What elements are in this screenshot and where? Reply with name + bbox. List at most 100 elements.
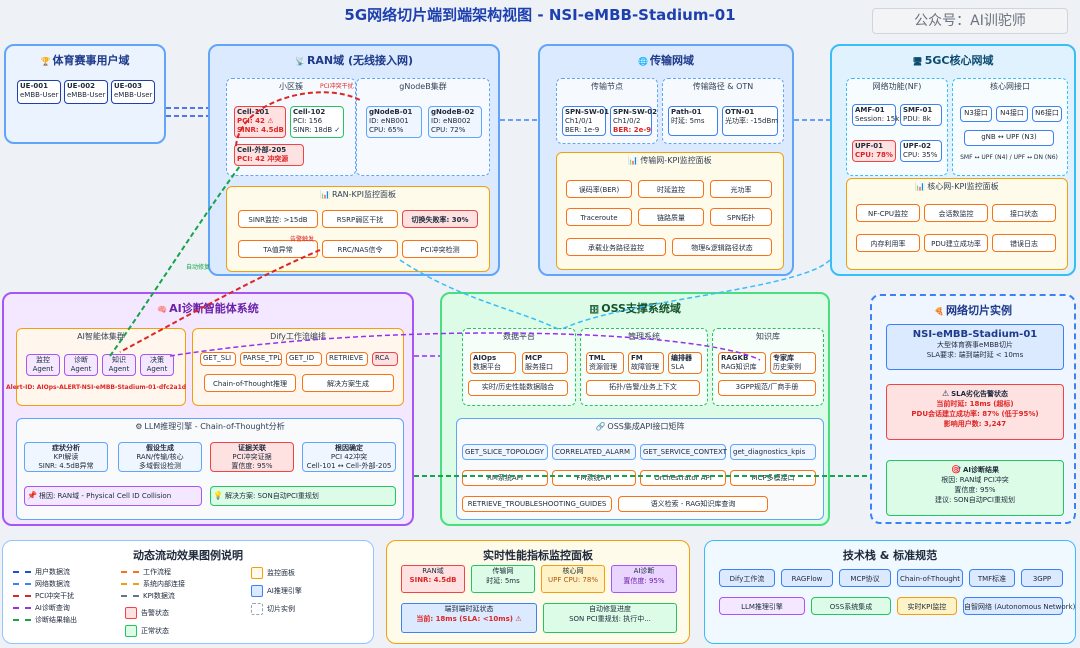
cot-step-root-cause[interactable]: 根因确定 PCI 42冲突 Cell-101 ↔ Cell-外部-205	[302, 442, 396, 472]
cot-step-symptom[interactable]: 症状分析 KPI解读 SINR: 4.5dB异常	[24, 442, 108, 472]
tech-mcp[interactable]: MCP协议	[839, 569, 891, 587]
alert-id: Alert-ID: AIOps-ALERT-NSI-eMBB-Stadium-0…	[6, 384, 187, 391]
tech-oss[interactable]: OSS系统集成	[811, 597, 891, 615]
ran-kpi-rrc[interactable]: RRC/NAS信令	[322, 240, 398, 258]
tech-cot[interactable]: Chain-of-Thought	[897, 569, 963, 587]
api-rm[interactable]: RM系统API	[462, 470, 548, 486]
mcp-card[interactable]: MCP 服务接口	[522, 352, 568, 374]
upf-01-card[interactable]: UPF-01 CPU: 78%	[852, 140, 896, 162]
api-get-service-context[interactable]: GET_SERVICE_CONTEXT	[640, 444, 727, 460]
cell-102-card[interactable]: Cell-102 PCI: 156 SINR: 18dB ✓	[290, 106, 344, 138]
tech-3gpp[interactable]: 3GPP	[1021, 569, 1063, 587]
legend-normal-state: 正常状态	[125, 625, 169, 637]
transport-kpi-link[interactable]: 链路质量	[638, 208, 704, 226]
transport-kpi-path[interactable]: 物理&逻辑路径状态	[672, 238, 772, 256]
spec-bar: 3GPP规范/厂商手册	[718, 380, 816, 396]
core-kpi-session[interactable]: 会话数监控	[924, 204, 988, 222]
amf-01-card[interactable]: AMF-01 Session: 15k	[852, 104, 899, 126]
gnodeb-02-card[interactable]: gNodeB-02 ID: eNB002 CPU: 72%	[428, 106, 482, 138]
smf-01-card[interactable]: SMF-01 PDU: 8k	[900, 104, 942, 126]
api-get-slice-topology[interactable]: GET_SLICE_TOPOLOGY	[462, 444, 548, 460]
core-kpi-pdu[interactable]: PDU建立成功率	[924, 234, 988, 252]
legend-internal: 系统内部连接	[121, 579, 185, 589]
knowledge-agent[interactable]: 知识 Agent	[102, 354, 136, 376]
api-fm[interactable]: FM系统API	[552, 470, 636, 486]
gnodeb-01-card[interactable]: gNodeB-01 ID: eNB001 CPU: 65%	[366, 106, 422, 138]
upf-02-card[interactable]: UPF-02 CPU: 35%	[900, 140, 942, 162]
tech-llm[interactable]: LLM推理引擎	[719, 597, 805, 615]
context-bar: 拓扑/告警/业务上下文	[586, 380, 700, 396]
spn-sw-02-card[interactable]: SPN-SW-02 Ch1/0/2 BER: 2e-9	[610, 106, 657, 136]
api-get-diagnostics-kpis[interactable]: get_diagnostics_kpis	[730, 444, 816, 460]
solution-gen-step[interactable]: 解决方案生成	[302, 374, 394, 392]
legend-kpi-flow: KPI数据流	[121, 591, 175, 601]
api-rag-query[interactable]: 语义检索 - RAG知识库查询	[618, 496, 768, 512]
cot-reasoning-step[interactable]: Chain-of-Thought推理	[204, 374, 296, 392]
otn-01-card[interactable]: OTN-01 光功率: -15dBm	[722, 106, 778, 136]
dify-tool-rca[interactable]: RCA	[372, 352, 398, 366]
transport-kpi-ber[interactable]: 误码率(BER)	[566, 180, 632, 198]
tech-tmf[interactable]: TMF标准	[969, 569, 1015, 587]
cot-step-evidence[interactable]: 证据关联 PCI冲突证据 置信度: 95%	[210, 442, 294, 472]
alarm-trigger-label: 告警触发	[290, 236, 315, 243]
fm-card[interactable]: FM 故障管理	[628, 352, 664, 374]
api-mcp[interactable]: MCP多模接口	[730, 470, 816, 486]
bulb-icon: 💡	[213, 491, 223, 500]
transport-kpi-optical[interactable]: 光功率	[710, 180, 772, 198]
warning-icon: ⚠	[941, 389, 950, 398]
dify-tool-retrieve[interactable]: RETRIEVE	[326, 352, 368, 366]
cot-step-hypothesis[interactable]: 假设生成 RAN/传输/核心 多域假设检测	[118, 442, 202, 472]
n3-interface[interactable]: N3接口	[960, 106, 992, 122]
dify-tool-get-sli[interactable]: GET_SLI	[200, 352, 236, 366]
latency-status: 端到端时延状态当前: 18ms (SLA: <10ms) ⚠	[401, 603, 537, 633]
path-01-card[interactable]: Path-01 时延: 5ms	[668, 106, 718, 136]
transport-kpi-bearer[interactable]: 承载业务路径监控	[566, 238, 666, 256]
n4-interface[interactable]: N4接口	[996, 106, 1028, 122]
expert-db-card[interactable]: 专家库 历史案例	[770, 352, 816, 374]
monitor-agent[interactable]: 监控 Agent	[26, 354, 60, 376]
tech-dify[interactable]: Dify工作流	[719, 569, 775, 587]
server-icon: 🖥	[912, 57, 923, 66]
cell-101-card[interactable]: Cell-101 PCI: 42 ⚠ SINR: 4.5dB	[234, 106, 286, 138]
n6-interface[interactable]: N6接口	[1032, 106, 1062, 122]
ran-kpi-handover[interactable]: 切换失败率: 30%	[402, 210, 478, 228]
core-kpi-interface[interactable]: 接口状态	[992, 204, 1056, 222]
orchestrator-card[interactable]: 编排器 SLA	[668, 352, 702, 374]
tech-autonomous[interactable]: 自智网络 (Autonomous Network)	[963, 597, 1075, 615]
api-correlated-alarm[interactable]: CORRELATED_ALARM	[552, 444, 636, 460]
spn-sw-01-card[interactable]: SPN-SW-01 Ch1/0/1 BER: 1e-9	[562, 106, 609, 136]
tml-card[interactable]: TML 资源管理	[586, 352, 624, 374]
legend-panel: 动态流动效果图例说明 用户数据流 网络数据流 PCI冲突干扰 AI诊断查询 诊断…	[2, 540, 374, 644]
pin-icon: 📌	[27, 491, 37, 500]
ran-kpi-pci[interactable]: PCI冲突检测	[402, 240, 478, 258]
tech-ragflow[interactable]: RAGFlow	[781, 569, 833, 587]
decision-agent[interactable]: 决策 Agent	[140, 354, 174, 376]
diagnosis-agent[interactable]: 诊断 Agent	[64, 354, 98, 376]
api-retrieve-guides[interactable]: RETRIEVE_TROUBLESHOOTING_GUIDES	[462, 496, 612, 512]
core-kpi-cpu[interactable]: NF-CPU监控	[856, 204, 920, 222]
transport-kpi-spn[interactable]: SPN拓扑	[710, 208, 772, 226]
core-kpi-panel: 📊核心网-KPI监控面板	[846, 178, 1068, 270]
ran-kpi-rsrp[interactable]: RSRP弱区干扰	[322, 210, 398, 228]
dify-tool-get-id[interactable]: GET_ID	[286, 352, 322, 366]
ran-kpi-sinr[interactable]: SINR监控: >15dB	[238, 210, 318, 228]
cell-external-205-card[interactable]: Cell-外部-205 PCI: 42 冲突源	[234, 144, 304, 166]
transport-kpi-latency[interactable]: 时延监控	[638, 180, 704, 198]
api-orchestrator[interactable]: Orchestrator API	[640, 470, 726, 486]
legend-monitor-panel: 监控面板	[251, 567, 295, 579]
core-domain: 🖥5GC核心网域 网络功能(NF) 核心网接口 AMF-01 Session: …	[830, 44, 1076, 276]
ragkb-card[interactable]: RAGKB RAG知识库	[718, 352, 766, 374]
tech-kpi[interactable]: 实时KPI监控	[897, 597, 957, 615]
legend-diag-output: 诊断结果输出	[13, 615, 77, 625]
transport-kpi-traceroute[interactable]: Traceroute	[566, 208, 632, 226]
core-kpi-memory[interactable]: 内存利用率	[856, 234, 920, 252]
dify-tool-parse-tpl[interactable]: PARSE_TPL	[240, 352, 282, 366]
aiops-card[interactable]: AIOps 数据平台	[470, 352, 516, 374]
core-kpi-errorlog[interactable]: 错误日志	[992, 234, 1056, 252]
